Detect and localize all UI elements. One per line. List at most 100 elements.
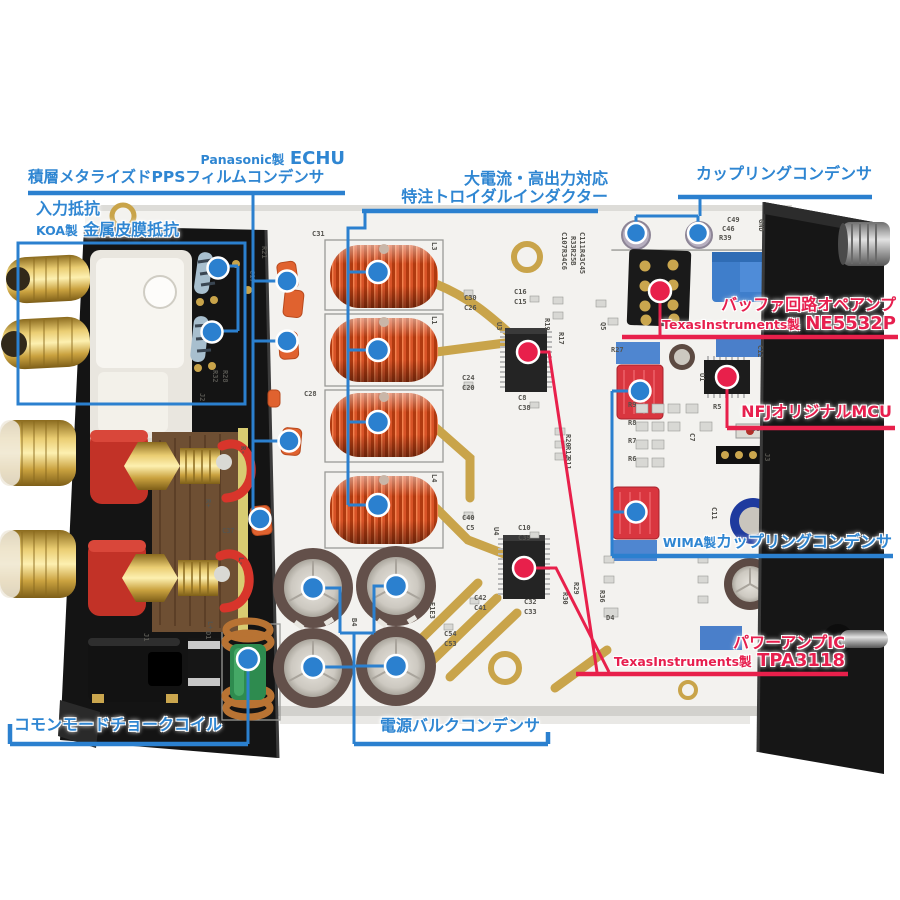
dot-film-cap-3 — [277, 429, 301, 453]
silkscreen-text: R30 — [561, 592, 569, 605]
silkscreen-text: B4 — [350, 618, 358, 626]
volume-knob-shaft — [838, 222, 890, 266]
silkscreen-text: C53 — [444, 640, 457, 648]
silkscreen-text: C32 — [524, 598, 537, 606]
dc-jack-bore — [148, 652, 182, 686]
rca-housing-top — [96, 258, 184, 368]
rca-ribs — [29, 256, 73, 366]
dot-wima-2 — [624, 500, 648, 524]
rca-jack-bottom — [1, 316, 91, 370]
dot-bulk-3 — [300, 654, 326, 680]
dot-poweramp-2 — [511, 555, 537, 581]
pcb-bottom-edge — [85, 706, 792, 716]
silkscreen-text: J3 — [763, 453, 771, 461]
binding-posts — [0, 420, 256, 636]
label-choke: コモンモードチョークコイル — [14, 715, 223, 734]
dot-opamp — [647, 278, 673, 304]
rca-jack-top — [5, 254, 91, 304]
silkscreen-text: C30 — [464, 294, 477, 302]
left-panel-corner — [58, 700, 100, 748]
silkscreen-text: R29 — [572, 582, 580, 595]
silkscreen-text: C31 — [312, 230, 325, 238]
right-panel-edge — [756, 201, 766, 753]
dot-bulk-4 — [383, 653, 409, 679]
label-toroid-line1: 大電流・高出力対応 — [463, 169, 608, 188]
copper-texture — [159, 434, 221, 628]
housing-lower — [98, 372, 168, 432]
label-echu-part: Panasonic製 ECHU — [200, 148, 345, 169]
silkscreen-text: C107R34C6 — [560, 232, 568, 270]
silkscreen-text: C49 — [727, 216, 740, 224]
silkscreen-text: R17 — [557, 332, 565, 345]
silkscreen-text: C40 — [462, 514, 475, 522]
callout-line-wima — [610, 389, 628, 556]
label-toroid-line2: 特注トロイダルインダクター — [401, 187, 608, 206]
dot-coupling-cap-2 — [686, 221, 710, 245]
silkscreen-text: R8 — [628, 419, 636, 427]
silkscreen-text: C16 — [514, 288, 527, 296]
right-panel-face — [758, 202, 884, 774]
callout-underline-bulk — [354, 732, 551, 747]
silkscreen-text: R32 — [211, 370, 219, 383]
housing-post — [143, 275, 177, 309]
label-opamp-part: TexasInstruments製 NE5532P — [662, 313, 896, 334]
callout-line-echu — [251, 195, 282, 516]
silkscreen-text: R7 — [628, 437, 636, 445]
silkscreen-text: R28 — [221, 370, 229, 383]
callout-line-toroid — [346, 213, 367, 507]
silkscreen-text: L3 — [430, 242, 438, 250]
silkscreen-text: R9 — [628, 401, 636, 409]
silkscreen-text: C33 — [524, 608, 537, 616]
dot-wima-1 — [628, 379, 652, 403]
label-coupling: カップリングコンデンサ — [695, 164, 872, 183]
hole-top-center — [511, 241, 543, 273]
silkscreen-text: Q5 — [599, 322, 607, 330]
dc-jack-pad-1 — [92, 694, 104, 703]
silkscreen-text: R11 — [564, 457, 572, 470]
silkscreen-text: C24 — [462, 374, 475, 382]
label-mcu: NFJオリジナルMCU — [741, 402, 892, 421]
blue-callout-dots — [200, 221, 710, 680]
silkscreen-text: C7 — [688, 433, 696, 441]
silkscreen-text: C111R43C45 — [578, 232, 586, 274]
toggle-switch — [823, 624, 888, 654]
blue-film-cap-2 — [716, 337, 768, 357]
blue-film-cap-1 — [616, 342, 660, 364]
silkscreen-text: R12 — [564, 446, 572, 459]
label-opamp-title: バッファ回路オペアンプ — [721, 295, 896, 314]
dc-jack-highlight — [88, 638, 180, 646]
silkscreen-text: C8 — [518, 394, 526, 402]
dot-toroid-2 — [365, 337, 391, 363]
dot-film-cap-1 — [275, 269, 299, 293]
dot-poweramp-1 — [515, 339, 541, 365]
silkscreen-text: D1 — [204, 631, 212, 639]
silkscreen-text: C10 — [518, 524, 531, 532]
silkscreen-text: R39 — [719, 234, 732, 242]
silkscreen-text: U3 — [495, 322, 503, 330]
silkscreen-text: C42 — [474, 594, 487, 602]
dot-bulk-2 — [383, 573, 409, 599]
dot-toroid-4 — [365, 492, 391, 518]
silkscreen-text: R19 — [543, 318, 551, 331]
pcb-top-edge — [85, 205, 792, 211]
silkscreen-text: E1E3 — [428, 602, 436, 619]
binding-post-red-2 — [88, 540, 230, 616]
label-wima: WIMA製カップリングコンデンサ — [662, 532, 892, 551]
dot-film-cap-4 — [248, 507, 272, 531]
silkscreen-text: C12 — [756, 345, 764, 358]
smd-components — [443, 289, 713, 631]
binding-post-clear-2 — [0, 530, 76, 598]
callout-underline-choke — [7, 724, 248, 747]
silkscreen-text: R21 — [260, 246, 268, 259]
label-wima-maker: WIMA製 — [662, 535, 716, 550]
silkscreen-text: C38 — [518, 404, 531, 412]
silkscreen-text: C5 — [466, 524, 474, 532]
silkscreen-text: U4 — [492, 527, 500, 535]
silkscreen-text: U1 — [698, 373, 706, 381]
rca-jacks — [1, 254, 91, 370]
film-cap-2 — [282, 289, 305, 318]
binding-post-red-1 — [90, 430, 232, 504]
dc-jack-pad-2 — [166, 694, 178, 703]
hole-bottom-right — [678, 680, 698, 700]
